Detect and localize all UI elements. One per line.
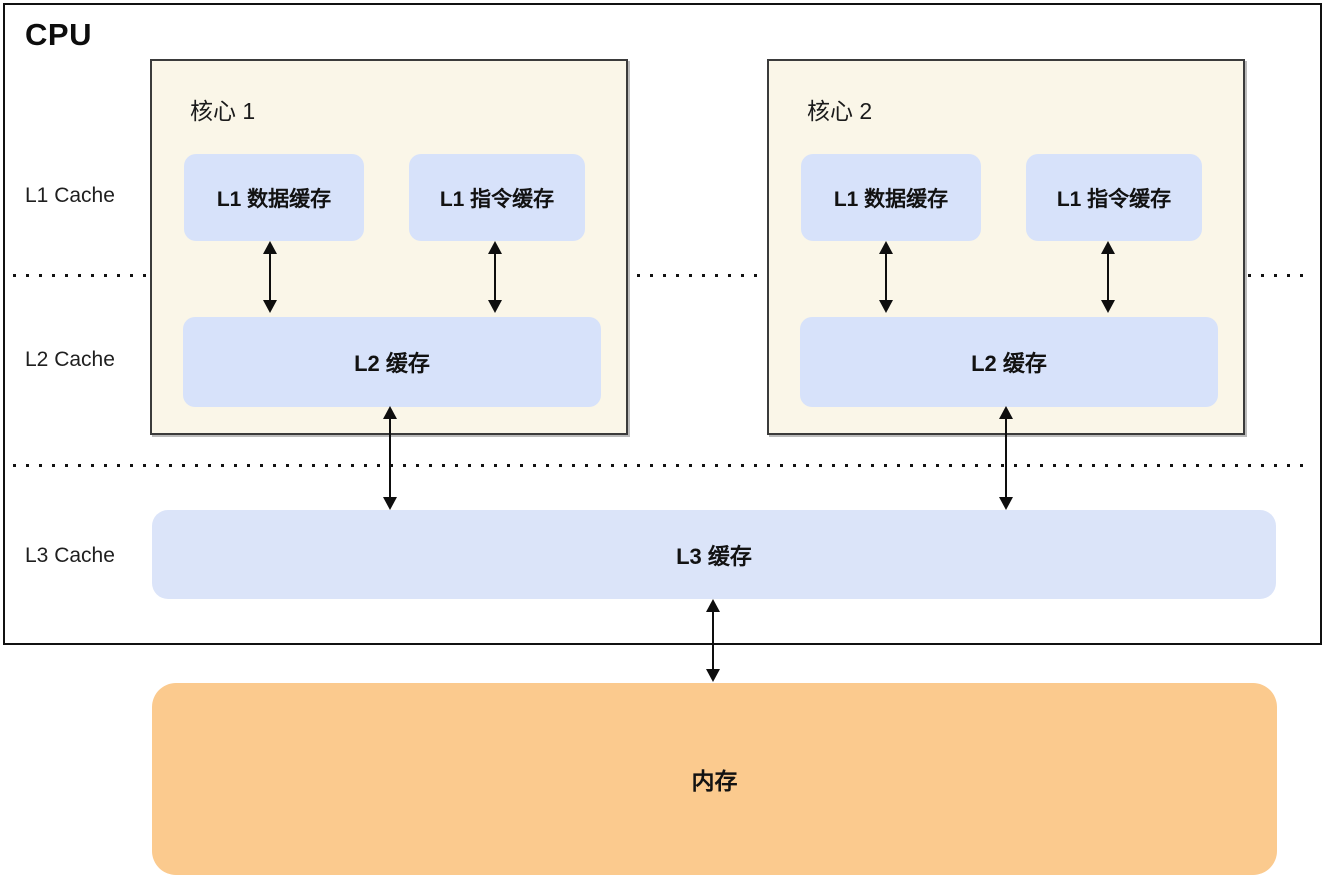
arrowhead-up-icon [706, 599, 720, 612]
arrowhead-down-icon [706, 669, 720, 682]
arrow-line [494, 248, 496, 306]
arrowhead-up-icon [879, 241, 893, 254]
arrow-line [389, 413, 391, 503]
arrow-core2-l1data-l2-icon [878, 241, 894, 313]
core2-l2-cache-box: L2 缓存 [800, 317, 1218, 407]
arrow-line [1005, 413, 1007, 503]
arrowhead-up-icon [263, 241, 277, 254]
core1-l1-instr-cache-box: L1 指令缓存 [409, 154, 585, 241]
arrow-core2-l2-l3-icon [998, 406, 1014, 510]
core1-l2-cache-box: L2 缓存 [183, 317, 601, 407]
arrowhead-down-icon [999, 497, 1013, 510]
arrowhead-down-icon [488, 300, 502, 313]
arrowhead-up-icon [383, 406, 397, 419]
arrow-line [1107, 248, 1109, 306]
arrow-line [885, 248, 887, 306]
cpu-container-box [3, 3, 1322, 645]
row-label-l3-cache: L3 Cache [25, 544, 115, 567]
core-1-box: 核心 1 L1 数据缓存 L1 指令缓存 L2 缓存 [150, 59, 628, 435]
arrowhead-down-icon [1101, 300, 1115, 313]
core-2-title: 核心 2 [807, 98, 873, 124]
divider-l2-l3-dotted-line [13, 464, 1313, 467]
arrowhead-down-icon [879, 300, 893, 313]
arrowhead-down-icon [263, 300, 277, 313]
core-1-title: 核心 1 [190, 98, 256, 124]
core2-l1-instr-cache-box: L1 指令缓存 [1026, 154, 1202, 241]
arrow-l3-memory-icon [705, 599, 721, 682]
arrowhead-up-icon [488, 241, 502, 254]
arrow-core1-l2-l3-icon [382, 406, 398, 510]
row-label-l1-cache: L1 Cache [25, 184, 115, 207]
arrow-core1-l1instr-l2-icon [487, 241, 503, 313]
memory-box: 内存 [152, 683, 1277, 875]
arrow-line [712, 606, 714, 675]
l3-cache-box: L3 缓存 [152, 510, 1276, 599]
cpu-title: CPU [25, 17, 92, 52]
row-label-l2-cache: L2 Cache [25, 348, 115, 371]
core-2-box: 核心 2 L1 数据缓存 L1 指令缓存 L2 缓存 [767, 59, 1245, 435]
arrow-line [269, 248, 271, 306]
arrowhead-up-icon [999, 406, 1013, 419]
arrow-core1-l1data-l2-icon [262, 241, 278, 313]
arrow-core2-l1instr-l2-icon [1100, 241, 1116, 313]
core1-l1-data-cache-box: L1 数据缓存 [184, 154, 364, 241]
arrowhead-down-icon [383, 497, 397, 510]
arrowhead-up-icon [1101, 241, 1115, 254]
divider-l1-l2-dotted-line [13, 274, 1313, 277]
core2-l1-data-cache-box: L1 数据缓存 [801, 154, 981, 241]
